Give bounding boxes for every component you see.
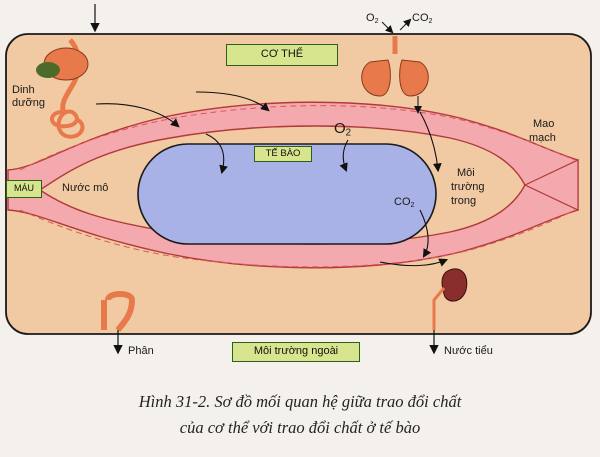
co2-out-cell-arrow [419, 209, 432, 258]
external-env-label: Môi trường ngoài [253, 345, 339, 357]
internal-env-label-line1: Môi [457, 167, 475, 179]
digestive-system-icon [36, 38, 89, 139]
internal-env-label-line3: trong [451, 195, 477, 207]
lungs-to-vessel-arrow [419, 111, 442, 173]
cell-label: TẾ BÀO [265, 148, 301, 159]
capillary-end [523, 159, 579, 211]
caption-line-2: của cơ thể với trao đổi chất ở tế bào [179, 418, 421, 437]
o2-cell-label: O2 [334, 120, 352, 139]
intestine-icon [101, 291, 136, 332]
capillary-pattern-top [19, 105, 576, 171]
cell-label-box: TẾ BÀO [254, 146, 312, 162]
nutrient-arrow-1 [95, 103, 180, 128]
urine-label: Nước tiểu [444, 345, 493, 357]
nutrient-arrow-2 [195, 91, 270, 112]
o2-to-cell-arrow [339, 139, 349, 173]
kidney-icon [432, 268, 468, 330]
nutrition-label-line1: Dinh [12, 84, 35, 96]
blood-label-box: MÁU [6, 180, 42, 198]
nutrition-label-line2: dưỡng [12, 97, 45, 109]
body-label: CƠ THỂ [260, 48, 304, 60]
co2-out-arrow [399, 18, 412, 31]
co2-top-label: CO2 [412, 12, 433, 25]
feces-label: Phân [128, 345, 154, 357]
internal-env-label-line2: trường [451, 181, 485, 193]
blood-label: MÁU [14, 183, 34, 193]
lungs-icon [361, 36, 429, 97]
o2-top-label: O2 [366, 12, 379, 25]
cell-region [137, 143, 437, 245]
external-env-box: Môi trường ngoài [232, 342, 360, 362]
capillary-label-line1: Mao [533, 118, 555, 130]
capillary-pattern-bottom [19, 209, 576, 268]
into-cell-arrow [205, 133, 228, 175]
tissue-fluid-label: Nước mô [62, 182, 109, 194]
capillary-label-line2: mạch [529, 132, 556, 144]
o2-in-arrow [381, 21, 394, 34]
caption-line-1: Hình 31-2. Sơ đồ mối quan hệ giữa trao đ… [138, 392, 462, 411]
body-label-box: CƠ THỂ [226, 44, 338, 66]
co2-cell-label: CO2 [394, 196, 415, 209]
to-kidney-arrow [379, 258, 449, 267]
